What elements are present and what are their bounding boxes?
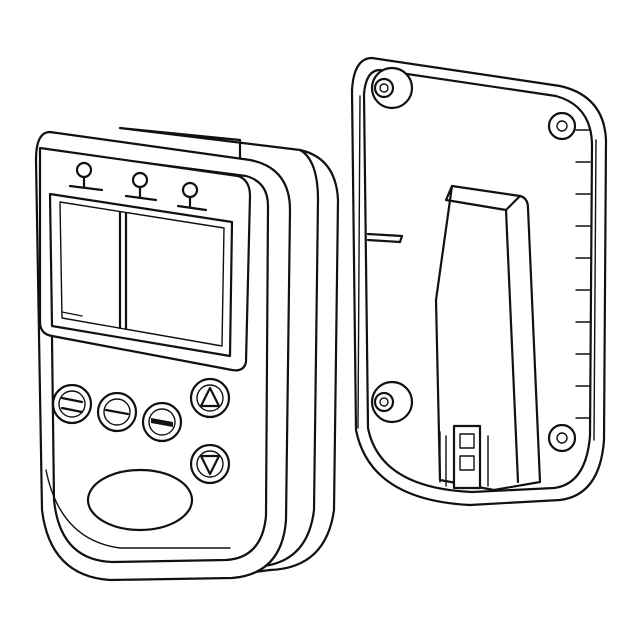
screw-boss xyxy=(370,66,414,110)
button-down[interactable] xyxy=(189,443,231,485)
minus-double-icon xyxy=(60,396,84,414)
indicator-led xyxy=(124,171,158,202)
screw-boss xyxy=(370,380,414,424)
screw-boss xyxy=(547,423,577,453)
button-minus[interactable] xyxy=(96,391,138,433)
minus-icon xyxy=(104,408,130,416)
button-up[interactable] xyxy=(189,377,231,419)
button-minus-double[interactable] xyxy=(51,383,93,425)
indicator-led xyxy=(176,181,208,212)
minus-bold-icon xyxy=(151,418,173,427)
screw-boss xyxy=(547,111,577,141)
back-cover xyxy=(350,56,608,507)
button-minus-bold[interactable] xyxy=(141,401,183,443)
triangle-up-icon xyxy=(199,386,221,408)
oval-label-area xyxy=(86,468,194,532)
triangle-down-icon xyxy=(199,454,221,476)
back-cover-side-ribs xyxy=(575,129,591,419)
indicator-led xyxy=(68,161,104,192)
connector-terminal xyxy=(439,424,489,490)
screen-bezel xyxy=(38,146,252,372)
front-housing xyxy=(34,126,340,582)
